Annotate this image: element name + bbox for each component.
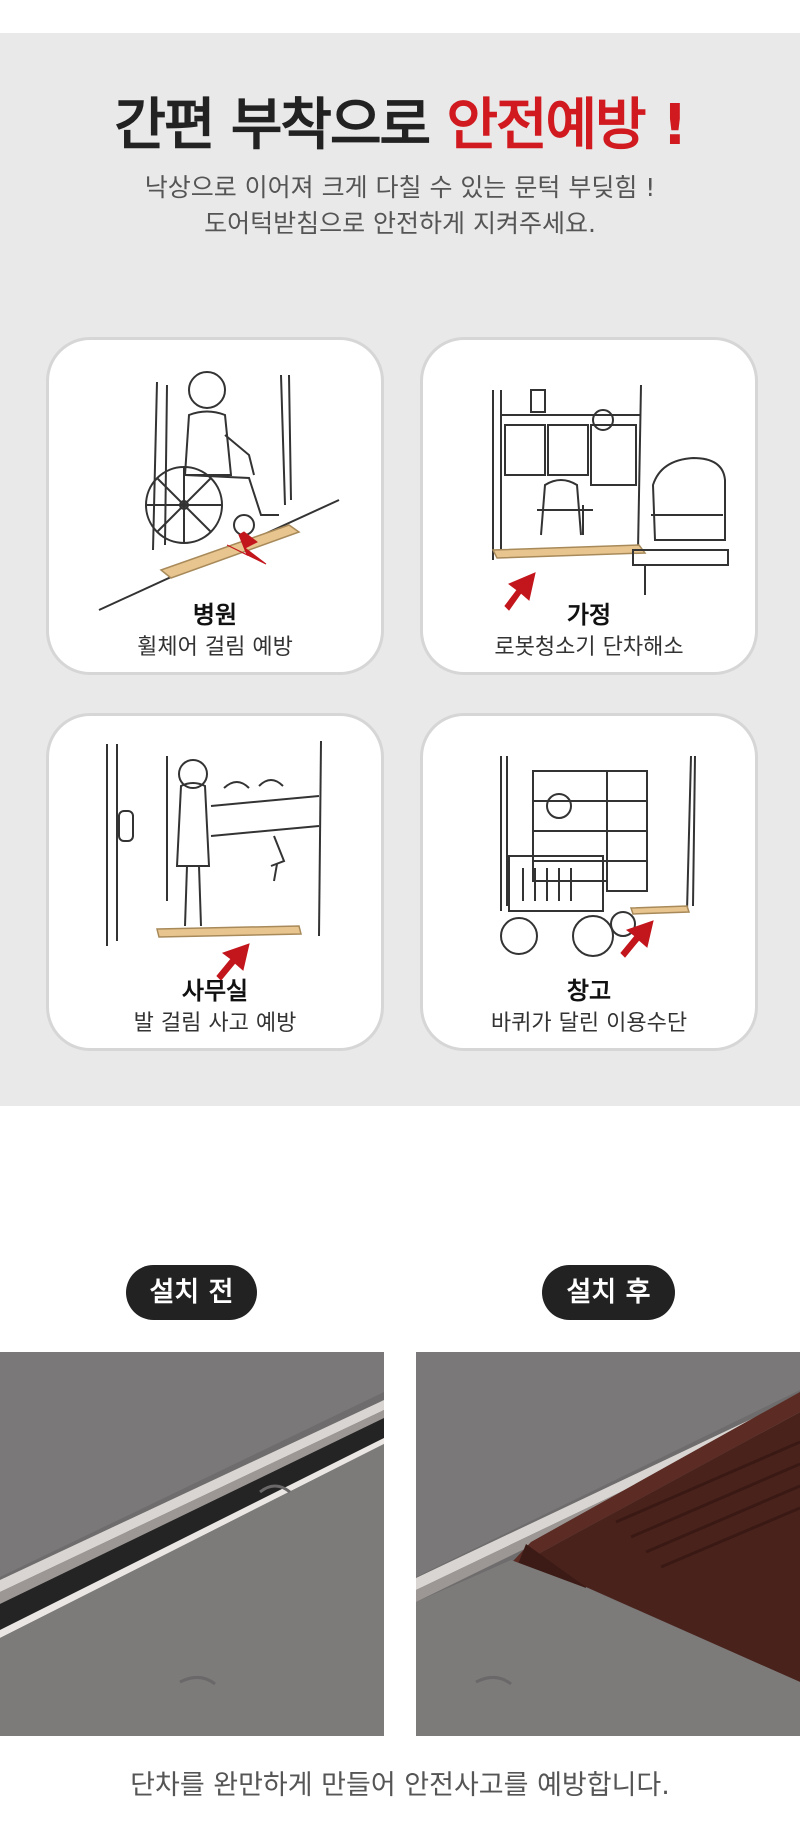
after-install-photo [416,1352,800,1736]
card-warehouse-desc: 바퀴가 달린 이용수단 [490,1011,688,1036]
top-spacer [0,0,800,33]
card-office-title: 사무실 [181,977,249,1005]
card-warehouse: 창고 바퀴가 달린 이용수단 [420,713,758,1051]
home-illustration [491,384,729,611]
card-office-desc: 발 걸림 사고 예방 [133,1011,297,1036]
headline-accent: 안전예방 ! [446,93,688,158]
subtext-line-1: 낙상으로 이어져 크게 다칠 수 있는 문턱 부딪힘 ! [144,173,656,202]
before-label-badge: 설치 전 [126,1265,257,1320]
subtext: 낙상으로 이어져 크게 다칠 수 있는 문턱 부딪힘 ! 도어턱받침으로 안전하… [0,170,800,242]
card-hospital: 병원 휠체어 걸림 예방 [46,337,384,675]
card-hospital-title: 병원 [192,601,238,629]
threshold-after-image [416,1352,800,1736]
before-install-photo [0,1352,384,1736]
forklift-illustration [500,755,696,958]
subtext-line-2: 도어턱받침으로 안전하게 지켜주세요. [204,209,596,238]
headline-text: 간편 부착으로 [114,93,447,158]
bottom-caption: 단차를 완만하게 만들어 안전사고를 예방합니다. [130,1770,670,1801]
card-home: 가정 로봇청소기 단차해소 [420,337,758,675]
card-home-desc: 로봇청소기 단차해소 [494,635,684,660]
headline: 간편 부착으로 안전예방 ! [0,95,800,157]
threshold-before-image [0,1352,384,1736]
office-illustration [106,740,322,981]
after-label-badge: 설치 후 [542,1265,675,1320]
card-office: 사무실 발 걸림 사고 예방 [46,713,384,1051]
card-hospital-desc: 휠체어 걸림 예방 [137,635,293,660]
card-home-title: 가정 [566,601,612,629]
card-warehouse-title: 창고 [566,977,612,1005]
wheelchair-illustration [98,371,340,611]
